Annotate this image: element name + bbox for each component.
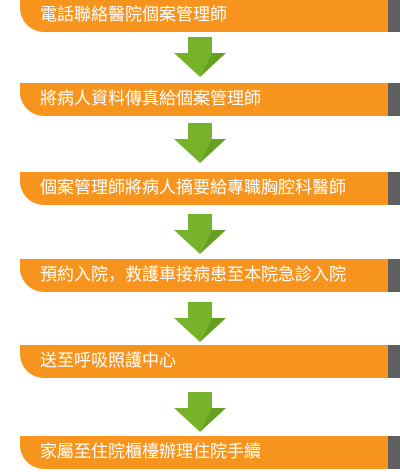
down-arrow-icon [174,392,226,432]
flow-step-label: 電話聯絡醫院個案管理師 [40,5,227,25]
down-arrow-icon [174,214,226,254]
down-arrow-icon [174,37,226,77]
down-arrow-icon [174,123,226,163]
flow-step-2: 將病人資料傳真給個案管理師 [20,83,388,116]
flow-step-5: 送至呼吸照護中心 [20,345,388,378]
step-edge [388,345,400,378]
flow-step-label: 預約入院，救護車接病患至本院急診入院 [40,265,346,285]
flow-step-label: 個案管理師將病人摘要給專職胸腔科醫師 [40,178,346,198]
flow-step-4: 預約入院，救護車接病患至本院急診入院 [20,259,388,292]
flow-step-3: 個案管理師將病人摘要給專職胸腔科醫師 [20,172,388,205]
flow-step-label: 家屬至住院櫃檯辦理住院手續 [40,442,261,462]
flow-step-1: 電話聯絡醫院個案管理師 [20,0,388,32]
flow-step-label: 將病人資料傳真給個案管理師 [40,89,261,109]
flow-step-6: 家屬至住院櫃檯辦理住院手續 [20,436,388,469]
step-edge [388,436,400,469]
step-edge [388,0,400,32]
flow-step-label: 送至呼吸照護中心 [40,351,176,371]
step-edge [388,83,400,116]
step-edge [388,259,400,292]
down-arrow-icon [174,302,226,342]
step-edge [388,172,400,205]
